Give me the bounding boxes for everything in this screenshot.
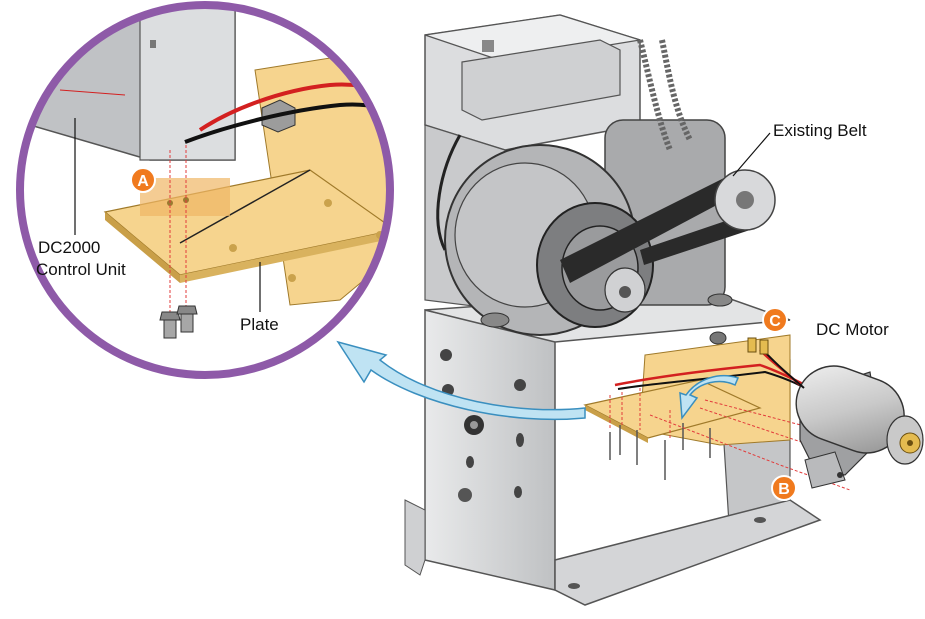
plate-label: Plate <box>240 315 279 335</box>
svg-text:B: B <box>778 481 790 498</box>
existing-belt-label: Existing Belt <box>773 121 867 141</box>
svg-text:C: C <box>769 313 781 330</box>
svg-text:A: A <box>137 173 149 190</box>
callout-b: B <box>772 476 796 500</box>
control-unit-label-line2: Control Unit <box>36 260 126 280</box>
callout-a: A <box>131 168 155 192</box>
callout-c: C <box>763 308 787 332</box>
dc-motor-label: DC Motor <box>816 320 889 340</box>
magnified-inset <box>20 0 410 375</box>
control-unit-label-line1: DC2000 <box>38 238 100 258</box>
